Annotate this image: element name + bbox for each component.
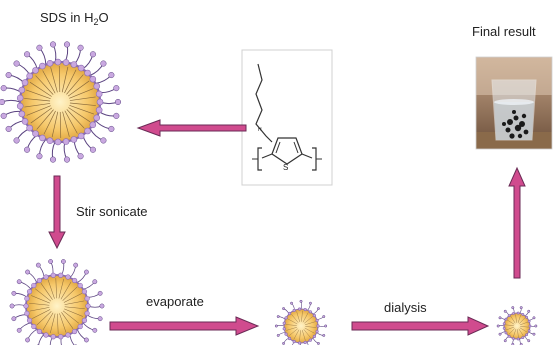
- polymer-micelle-smallest: [496, 306, 538, 345]
- polymer-micelle-medium: [9, 259, 105, 345]
- stir-sonicate-label: Stir sonicate: [76, 204, 148, 219]
- polymer-micelle-small: [274, 299, 328, 345]
- arrow-polymer-to-micelle: [136, 119, 247, 137]
- sds-micelle-large: [0, 41, 122, 163]
- final-result-label: Final result: [472, 24, 536, 39]
- water-glass-photo-icon: [475, 56, 553, 150]
- arrow-to-final-result: [508, 166, 526, 279]
- end-group-mark: H: [258, 127, 262, 133]
- evaporate-label: evaporate: [146, 294, 204, 309]
- monomer-sulfur-label: S: [283, 163, 288, 172]
- sds-title: SDS in H2O: [40, 10, 109, 27]
- arrow-stir-sonicate: [48, 175, 66, 250]
- dialysis-label: dialysis: [384, 300, 427, 315]
- arrow-evaporate: [109, 316, 260, 336]
- p3ht-structure-icon: S H: [241, 49, 333, 186]
- arrow-dialysis: [351, 316, 490, 336]
- micelle-group: [0, 41, 538, 345]
